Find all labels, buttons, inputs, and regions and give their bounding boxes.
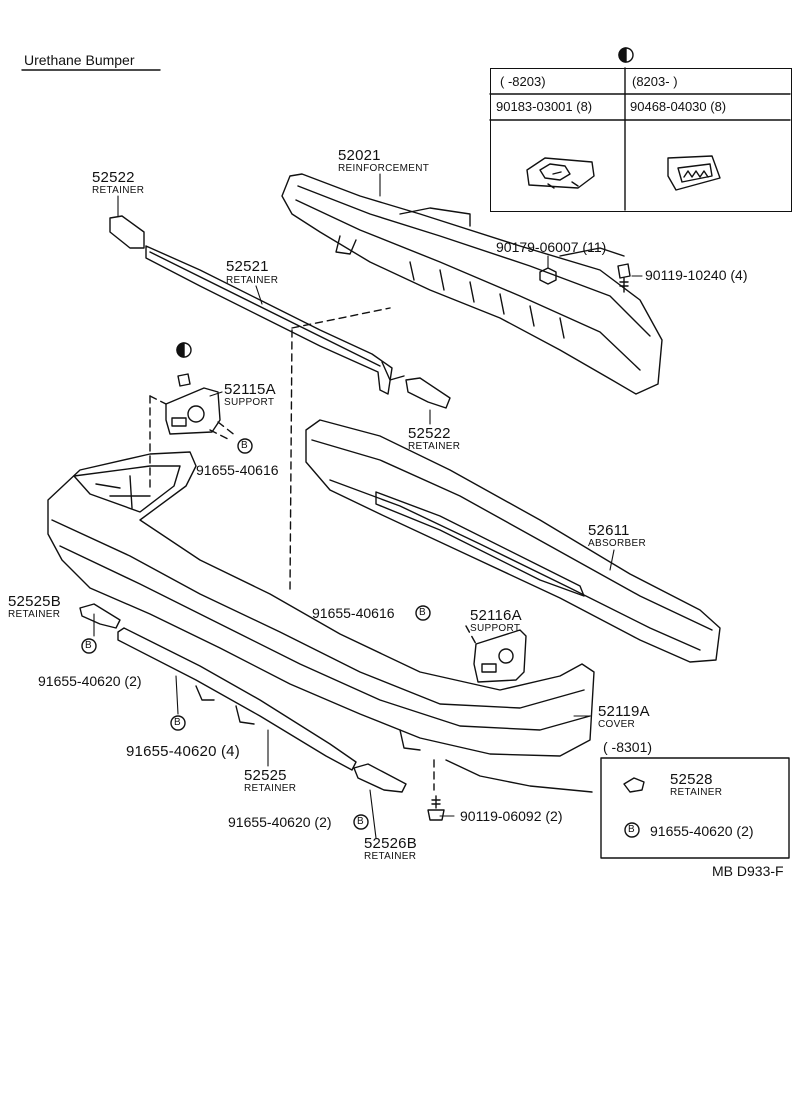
callout-52526b-name: RETAINER [364,851,417,862]
bolt-90119-10240-drawing [617,263,631,293]
callout-52525b-name: RETAINER [8,609,61,620]
inset-2-part-number: 52528 [670,771,713,788]
callout-91655-40620-2-left: 91655-40620 (2) [38,673,142,689]
callout-52521: 52521 [226,258,269,275]
callout-52119a: 52119A [598,703,650,720]
callout-52522-upper-name: RETAINER [92,185,145,196]
callout-52525-name: RETAINER [244,783,297,794]
retainer-52528-drawing [623,777,645,793]
inset-2-fastener: 91655-40620 (2) [650,823,754,839]
retainer-52521-drawing [145,245,393,395]
b-marker-circles [81,438,640,838]
callout-52525b: 52525B [8,593,61,610]
clip-90183-drawing [526,157,595,189]
b-marker: B [174,717,181,728]
callout-52522-upper: 52522 [92,169,135,186]
callout-52021: 52021 [338,147,381,164]
callout-52115a: 52115A [224,381,276,398]
callout-52611: 52611 [588,522,630,539]
inset-2-part-name: RETAINER [670,787,723,798]
b-marker: B [241,440,248,451]
diagram-title: Urethane Bumper [24,52,135,68]
callout-91655-40620-2-bottom: 91655-40620 (2) [228,814,332,830]
callout-52611-name: ABSORBER [588,538,646,549]
callout-52116a: 52116A [470,607,522,624]
callout-52119a-name: COVER [598,719,636,730]
reinforcement-drawing [281,173,663,395]
callout-52115a-name: SUPPORT [224,397,275,408]
bolt-90119-06092-drawing [427,795,445,821]
callout-52522-lower: 52522 [408,425,451,442]
nut-90179-06007-drawing [539,267,557,285]
retainer-52522-right-drawing [405,377,451,409]
table-header-right: (8203- ) [632,74,678,89]
callout-52521-name: RETAINER [226,275,279,286]
callout-90179-06007: 90179-06007 (11) [496,239,607,255]
b-marker: B [628,824,635,835]
callout-52116a-name: SUPPORT [470,623,521,634]
phantom-lines [149,307,477,791]
inset-2-box [600,757,790,859]
callout-52021-name: REINFORCEMENT [338,163,430,174]
bumper-cover-drawing [47,451,595,757]
absorber-drawing [305,419,721,663]
diagram-code: MB D933-F [712,863,784,879]
callout-91655-40616-upper: 91655-40616 [196,462,279,478]
table-part-right: 90468-04030 (8) [630,99,727,114]
retainer-52526b-drawing [353,763,407,793]
table-header-left: ( -8203) [500,74,546,89]
support-52116a-drawing [473,629,527,683]
inset-2-leader [445,759,593,793]
callout-90119-06092: 90119-06092 (2) [460,808,563,824]
half-circle-symbols [176,47,634,358]
table-part-left: 90183-03001 (8) [496,99,593,114]
support-52115a-drawing [165,373,221,435]
retainer-52525b-drawing [79,603,121,629]
retainer-52522-left-drawing [109,215,145,249]
retainer-52525-drawing [117,627,357,771]
inset-2-header: ( -8301) [603,739,653,755]
callout-52522-lower-name: RETAINER [408,441,461,452]
callout-91655-40620-4: 91655-40620 (4) [126,743,240,760]
callout-52525: 52525 [244,767,287,784]
inset-table [490,68,792,212]
b-marker: B [357,816,364,827]
callout-90119-10240: 90119-10240 (4) [645,267,748,283]
clip-90468-drawing [667,155,721,191]
b-marker: B [419,607,426,618]
callout-91655-40616-lower: 91655-40616 [312,605,395,621]
callout-52526b: 52526B [364,835,417,852]
b-marker: B [85,640,92,651]
leader-lines [93,173,643,839]
